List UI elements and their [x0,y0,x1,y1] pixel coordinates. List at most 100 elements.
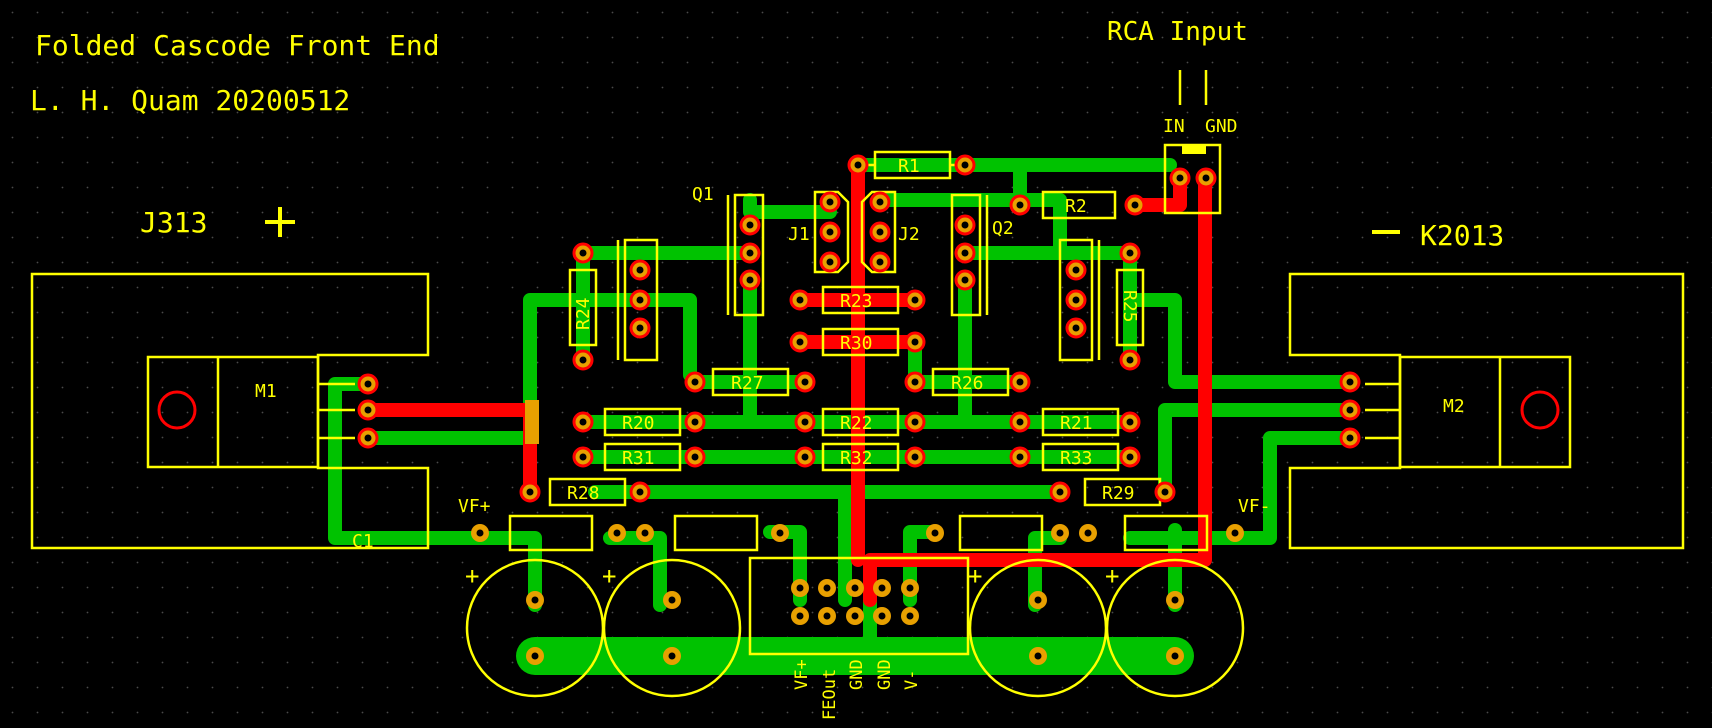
cap-body-1 [508,514,594,552]
r28-body [548,477,627,507]
pad-hole [1126,453,1134,461]
pad-hole [961,221,969,229]
pad-hole [668,652,676,660]
silkscreen-layer [30,70,1685,698]
cap-body-2 [673,514,759,552]
right-device-label: K2013 [1420,219,1504,252]
pad-hole [1126,356,1134,364]
pad-hole [796,338,804,346]
pad-hole [691,453,699,461]
q2-label: Q2 [992,218,1014,239]
pad-hole [364,406,372,414]
r27-body [711,367,790,397]
pad-hole [851,612,859,620]
rca-input-label: RCA Input [1107,17,1248,47]
r20-body [603,407,682,437]
pad-hole [531,596,539,604]
q1-outline [733,193,765,317]
m2-body [1398,355,1572,469]
conn-pin-feout: FEOut [820,669,840,720]
r31-body [603,442,682,472]
electrolytic-cap-2 [602,558,742,698]
r22-body [821,407,900,437]
pad-hole [796,612,804,620]
r1-label: R1 [898,156,920,177]
q1-label: Q1 [692,184,714,205]
pad-hole [911,378,919,386]
pad-hole [876,198,884,206]
pad-hole [1126,249,1134,257]
pad-hole [961,249,969,257]
pad-hole [801,453,809,461]
pad-hole [1034,652,1042,660]
pad-hole [636,266,644,274]
pad-hole [1034,596,1042,604]
pad-hole [876,258,884,266]
m2-label: M2 [1443,396,1465,417]
pad-hole [1346,378,1354,386]
cap2-plus: + [602,562,616,590]
pad-hole [796,296,804,304]
m2-mount-hole [1520,390,1560,430]
pad-hole [613,529,621,537]
pad-hole [746,221,754,229]
left-device-label: J313 [140,206,207,239]
pad-hole [1231,529,1239,537]
pad-hole [668,596,676,604]
cap4-plus: + [1105,562,1119,590]
pad-hole [1346,434,1354,442]
pad-hole [1072,296,1080,304]
pad-hole [1072,324,1080,332]
pad-hole [906,584,914,592]
r32-label: R32 [840,448,873,469]
conn-pin-vf-plus: VF+ [792,659,812,690]
pad-hole [826,198,834,206]
r20-label: R20 [622,413,655,434]
pad-hole [1056,529,1064,537]
r30-body [821,327,900,357]
r25-body [1115,268,1145,347]
j2-outline [860,190,897,274]
pad-hole [579,418,587,426]
m1-mount-hole [157,390,197,430]
pad-hole [801,378,809,386]
pads-layer [357,154,1361,665]
pad-hole [1346,406,1354,414]
r32-body [821,442,900,472]
pad-hole [823,612,831,620]
pad-hole [911,418,919,426]
conn-pin-v-minus: V- [902,670,922,690]
pad-hole [911,453,919,461]
pad-hole [364,380,372,388]
pad-hole [826,228,834,236]
cap-body-4 [1123,514,1209,552]
pad-hole [1016,453,1024,461]
r23-body [821,285,900,315]
m1-body [146,355,320,469]
author-date: L. H. Quam 20200512 [30,84,350,117]
j1-outline [813,190,850,274]
electrolytic-cap-4 [1105,558,1245,698]
pad-hole [1176,174,1184,182]
pad-hole [1126,418,1134,426]
pad-hole [1161,488,1169,496]
conn-pin-gnd-2: GND [875,659,895,690]
pad-hole [746,249,754,257]
pad-hole [776,529,784,537]
r29-label: R29 [1102,483,1135,504]
pad-hole [878,584,886,592]
pad-hole [636,324,644,332]
r31-label: R31 [622,448,655,469]
rca-connector-outline [1163,143,1222,215]
pad-hole [579,249,587,257]
bottom-copper-layer [328,158,1357,675]
j1-label: J1 [788,224,810,245]
labels-layer: Folded Cascode Front End L. H. Quam 2020… [30,17,1504,720]
pad-hole [636,488,644,496]
r23-label: R23 [840,291,873,312]
pad-hole [1016,201,1024,209]
vf-plus-label: VF+ [458,496,491,517]
pad-hole [476,529,484,537]
q2-outline [950,193,982,317]
